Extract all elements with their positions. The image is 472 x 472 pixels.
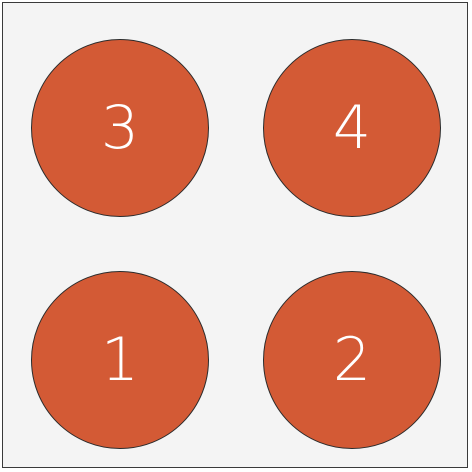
circle-label: 2 <box>332 325 372 395</box>
circle-label: 3 <box>100 93 140 163</box>
circle-button-3[interactable]: 3 <box>31 39 209 217</box>
circle-button-4[interactable]: 4 <box>263 39 441 217</box>
circle-button-2[interactable]: 2 <box>263 271 441 449</box>
game-board: 3 4 1 2 <box>2 2 468 468</box>
circle-label: 1 <box>100 325 140 395</box>
circle-button-1[interactable]: 1 <box>31 271 209 449</box>
circle-label: 4 <box>332 93 372 163</box>
